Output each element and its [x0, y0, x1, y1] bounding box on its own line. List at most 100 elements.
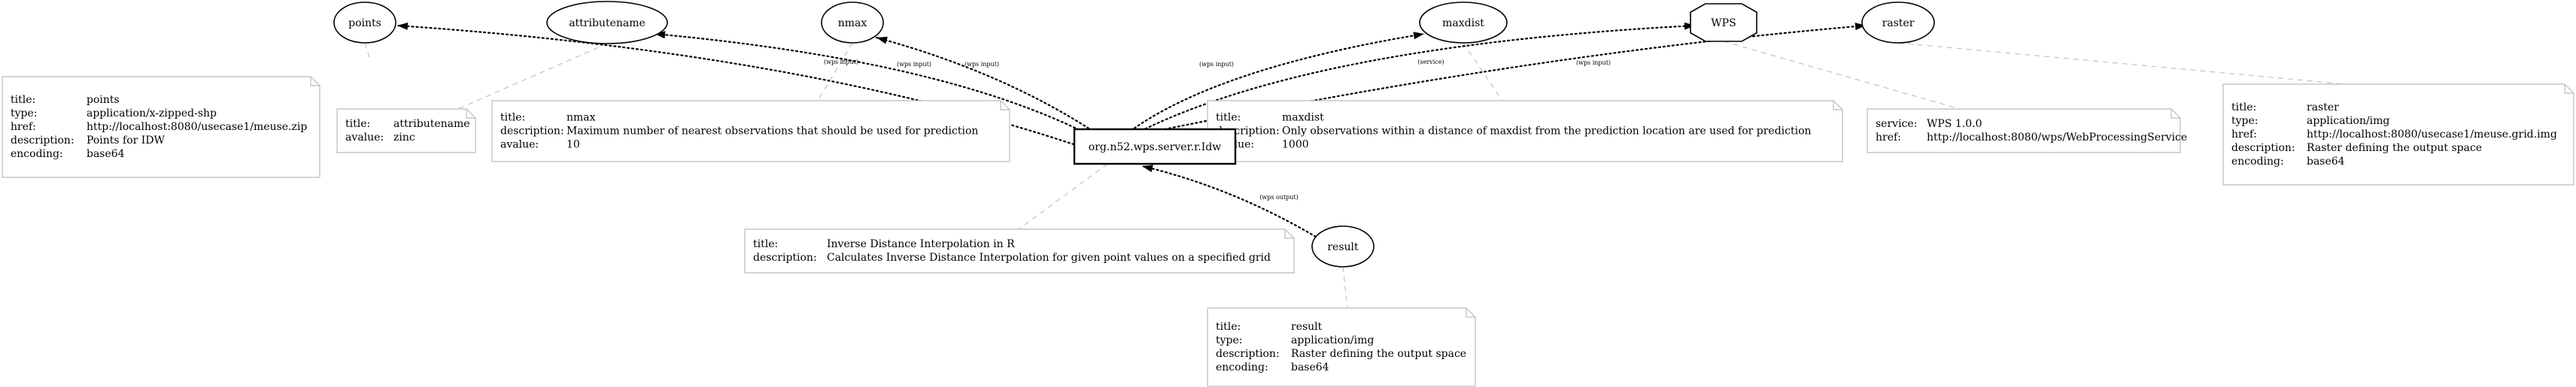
note-key: type:	[2231, 115, 2259, 127]
note-value: Raster defining the output space	[1291, 348, 1466, 360]
edge-line	[875, 36, 1094, 132]
note-link-maxdist	[1463, 42, 1503, 101]
edge-arrowhead	[1684, 22, 1695, 30]
note-key: type:	[1216, 334, 1243, 346]
note-value: base64	[87, 148, 125, 160]
note-key: title:	[2231, 101, 2256, 113]
note-proc: title:Inverse Distance Interpolation in …	[744, 228, 1295, 274]
note-value: Only observations within a distance of m…	[1282, 125, 1812, 138]
note-value: 10	[567, 139, 580, 151]
edge-proc-maxdist: (wps input)	[1129, 32, 1426, 132]
note-link-raster	[1897, 42, 2346, 85]
note-key: description:	[500, 125, 564, 138]
ellipse-shape	[333, 2, 396, 44]
note-value: http://localhost:8080/wps/WebProcessingS…	[1927, 132, 2187, 144]
edge-proc-nmax: (wps input)	[875, 36, 1094, 132]
note-fold	[1466, 308, 1475, 318]
note-fold	[310, 77, 320, 86]
node-points: points	[333, 2, 396, 44]
node-wps: WPS	[1690, 3, 1757, 42]
edge-proc-wps: (service)	[1140, 22, 1697, 132]
note-value: http://localhost:8080/usecase1/meuse.zip	[87, 121, 307, 133]
note-link-nmax	[817, 42, 853, 101]
note-value: application/img	[2307, 115, 2389, 127]
node-label: maxdist	[1442, 17, 1484, 29]
note-value: attributename	[393, 118, 470, 130]
note-value: Raster defining the output space	[2307, 142, 2482, 154]
note-key: title:	[1216, 321, 1241, 333]
note-value: base64	[1291, 361, 1329, 373]
note-key: title:	[500, 112, 525, 124]
ellipse-shape	[1419, 2, 1508, 44]
note-key: href:	[1876, 132, 1901, 144]
note-value: application/img	[1291, 334, 1374, 346]
edge-arrowhead	[655, 31, 666, 39]
node-maxdist: maxdist	[1419, 2, 1508, 44]
edge-line	[1140, 24, 1697, 132]
note-value: result	[1291, 321, 1323, 333]
process-box	[1073, 128, 1237, 165]
note-box	[2, 76, 320, 178]
edge-label: (wps output)	[1259, 194, 1299, 201]
ellipse-shape	[1311, 225, 1375, 268]
edge-label: (service)	[1417, 59, 1444, 65]
edge-line	[1129, 32, 1426, 132]
note-key: avalue:	[500, 139, 539, 151]
note-links-layer	[364, 41, 2346, 309]
node-nmax: nmax	[821, 2, 884, 44]
note-key: description:	[753, 252, 817, 264]
note-key: title:	[1216, 112, 1241, 124]
note-link-attributename	[457, 43, 608, 110]
node-label: points	[348, 17, 381, 29]
edge-label: (wps input)	[1199, 61, 1234, 68]
note-result: title:resulttype:application/imgdescript…	[1207, 307, 1476, 387]
note-fold	[1833, 101, 1842, 110]
note-key: href:	[11, 121, 36, 133]
note-key: title:	[11, 94, 35, 106]
note-key: description:	[11, 135, 74, 147]
note-key: description:	[2231, 142, 2295, 154]
note-fold	[1000, 101, 1010, 110]
edge-proc-attributename: (wps input)	[653, 31, 1089, 135]
note-value: nmax	[567, 112, 596, 124]
note-value: http://localhost:8080/usecase1/meuse.gri…	[2307, 128, 2557, 141]
node-attributename: attributename	[546, 1, 668, 44]
note-key: title:	[753, 238, 778, 250]
note-value: Maximum number of nearest observations t…	[567, 125, 978, 138]
node-raster: raster	[1861, 2, 1935, 44]
note-value: 1000	[1282, 139, 1309, 151]
note-value: application/x-zipped-shp	[87, 107, 217, 119]
note-key: href:	[2231, 128, 2257, 141]
edge-result-proc: (wps output)	[1141, 165, 1321, 240]
edge-label: (wps input)	[824, 59, 858, 65]
note-box	[1207, 307, 1476, 387]
edge-label: (wps input)	[897, 61, 931, 68]
node-label: raster	[1882, 17, 1915, 29]
edge-arrowhead	[876, 36, 888, 44]
note-key: service:	[1876, 118, 1917, 130]
note-box	[744, 228, 1295, 274]
note-wps: service:WPS 1.0.0href:http://localhost:8…	[1867, 108, 2187, 153]
note-key: title:	[345, 118, 370, 130]
ellipse-shape	[546, 1, 668, 44]
node-label: attributename	[569, 17, 646, 29]
edge-label: (wps input)	[964, 61, 999, 68]
note-key: type:	[11, 107, 38, 119]
note-value: points	[87, 94, 120, 106]
ellipse-shape	[821, 2, 884, 44]
node-label: nmax	[838, 17, 867, 29]
note-value: maxdist	[1282, 112, 1324, 124]
note-link-proc	[1018, 128, 1156, 230]
edge-arrowhead	[1855, 23, 1866, 31]
note-box	[2222, 83, 2574, 186]
note-key: encoding:	[11, 148, 63, 160]
notes-layer: title: points type: application/x-zipped-sh…	[2, 76, 2574, 387]
note-value: Points for IDW	[87, 135, 166, 147]
note-value: base64	[2307, 156, 2345, 168]
note-link-points	[364, 42, 371, 61]
